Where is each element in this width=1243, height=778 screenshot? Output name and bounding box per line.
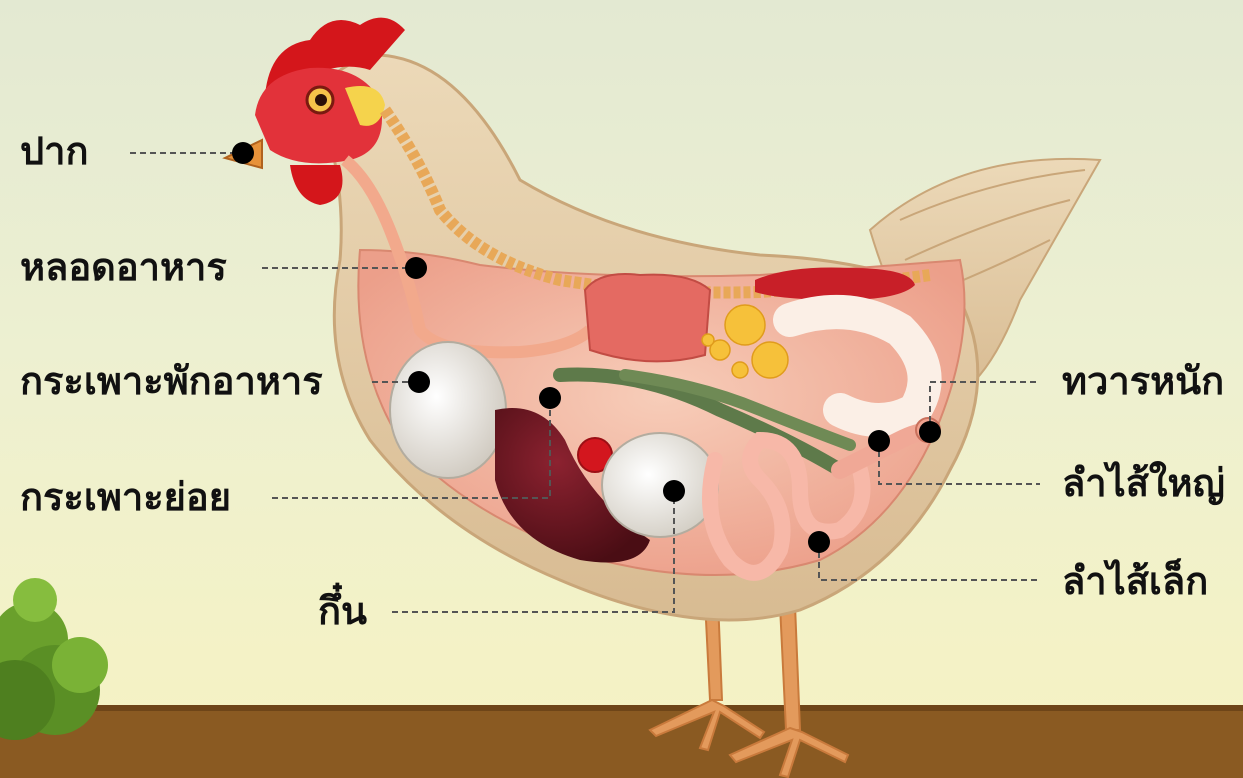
lungs — [585, 274, 710, 361]
bush — [0, 578, 108, 740]
label-large-intestine: ลำไส้ใหญ่ — [1062, 464, 1225, 502]
label-esophagus: หลอดอาหาร — [20, 248, 227, 286]
crop-organ — [390, 342, 506, 478]
dot-gizzard — [663, 480, 685, 502]
dot-small-intestine — [808, 531, 830, 553]
ground — [0, 705, 1243, 778]
dot-proventriculus — [539, 387, 561, 409]
gizzard-organ — [602, 433, 718, 537]
label-proventriculus: กระเพาะย่อย — [20, 478, 231, 516]
label-crop: กระเพาะพักอาหาร — [20, 362, 323, 400]
dot-esophagus — [405, 257, 427, 279]
label-cloaca: ทวารหนัก — [1062, 362, 1224, 400]
label-small-intestine: ลำไส้เล็ก — [1062, 562, 1208, 600]
label-gizzard: กึ๋น — [318, 592, 367, 630]
label-mouth: ปาก — [20, 132, 88, 170]
dot-large-intestine — [868, 430, 890, 452]
dot-crop — [408, 371, 430, 393]
dot-cloaca — [919, 421, 941, 443]
dot-mouth — [232, 142, 254, 164]
